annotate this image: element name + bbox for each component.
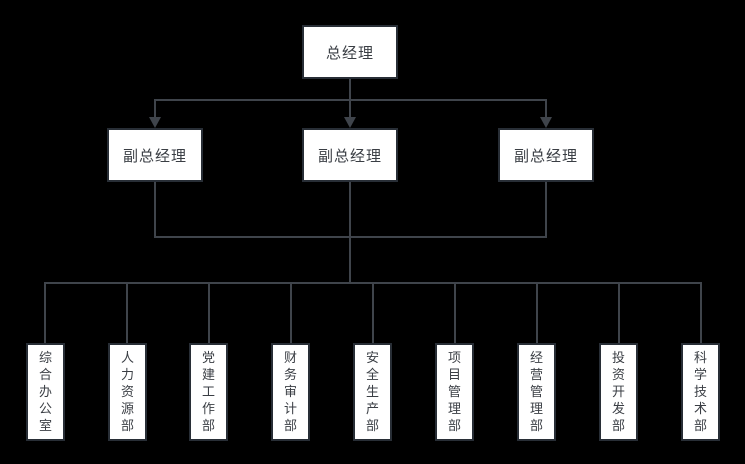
connector-dept3-drop bbox=[208, 282, 210, 343]
connector-dept4-drop bbox=[290, 282, 292, 343]
connector-dept9-drop bbox=[700, 282, 702, 343]
node-general-manager: 总经理 bbox=[302, 25, 398, 79]
node-dept-finance-audit: 财 务 审 计 部 bbox=[271, 343, 310, 441]
connector-deputy2-drop bbox=[349, 99, 351, 118]
connector-root-stem bbox=[349, 79, 351, 100]
connector-dept7-drop bbox=[536, 282, 538, 343]
connector-deputy3-stem bbox=[545, 182, 547, 238]
connector-deputy1-drop bbox=[154, 99, 156, 118]
node-dept-science-technology: 科 学 技 术 部 bbox=[681, 343, 720, 441]
node-deputy-manager-1: 副总经理 bbox=[107, 128, 203, 182]
node-deputy-manager-2: 副总经理 bbox=[302, 128, 398, 182]
connector-deputy3-drop bbox=[545, 99, 547, 118]
arrow-down-icon bbox=[149, 117, 161, 128]
node-dept-operations-management: 经 营 管 理 部 bbox=[517, 343, 556, 441]
node-dept-project-management: 项 目 管 理 部 bbox=[435, 343, 474, 441]
node-dept-party-building: 党 建 工 作 部 bbox=[189, 343, 228, 441]
node-dept-safety-production: 安 全 生 产 部 bbox=[353, 343, 392, 441]
arrow-down-icon bbox=[344, 117, 356, 128]
arrow-down-icon bbox=[540, 117, 552, 128]
connector-mid-stem bbox=[349, 236, 351, 284]
connector-dept8-drop bbox=[618, 282, 620, 343]
node-dept-general-office: 综 合 办 公 室 bbox=[26, 343, 65, 441]
connector-dept6-drop bbox=[454, 282, 456, 343]
node-dept-human-resources: 人 力 资 源 部 bbox=[108, 343, 147, 441]
node-deputy-manager-3: 副总经理 bbox=[498, 128, 594, 182]
connector-deputy2-stem bbox=[349, 182, 351, 238]
connector-dept2-drop bbox=[126, 282, 128, 343]
connector-dept5-drop bbox=[372, 282, 374, 343]
node-dept-investment-development: 投 资 开 发 部 bbox=[599, 343, 638, 441]
connector-deputy1-stem bbox=[154, 182, 156, 238]
connector-dept1-drop bbox=[44, 282, 46, 343]
